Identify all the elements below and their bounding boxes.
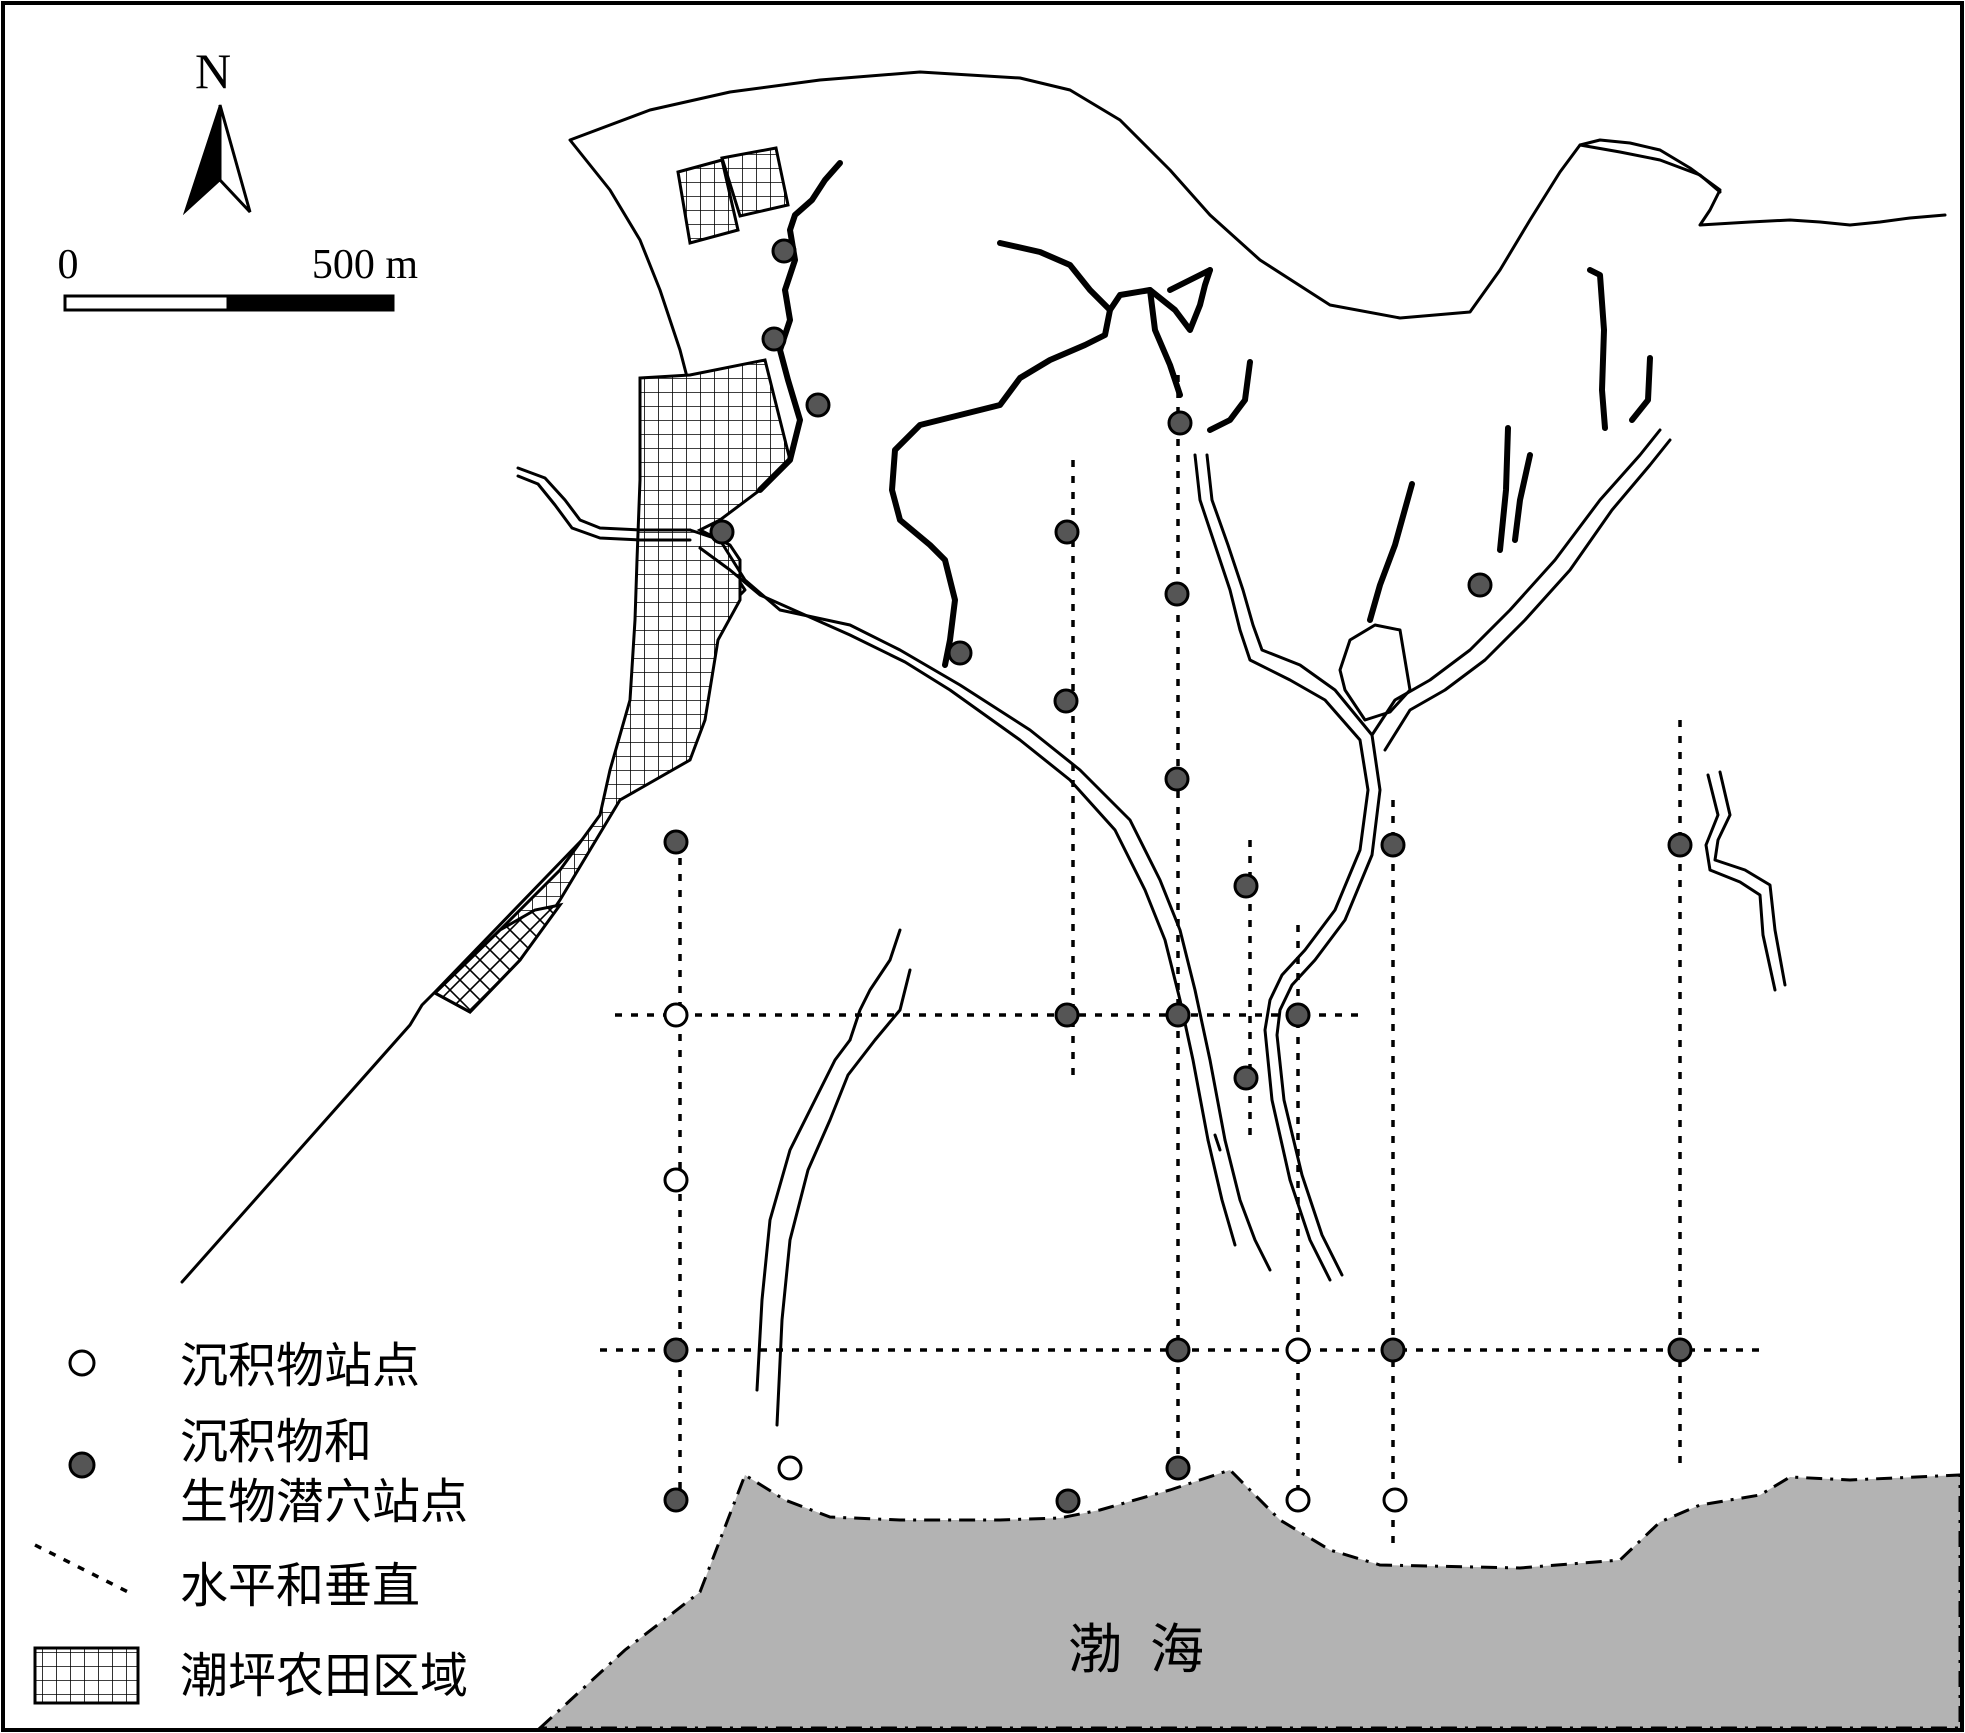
site-sediment-burrow xyxy=(709,519,735,545)
site-sediment-burrow xyxy=(1167,410,1193,436)
site-sediment-burrow xyxy=(1285,1002,1311,1028)
site-sediment-burrow xyxy=(1380,1337,1406,1363)
tidal-channels xyxy=(516,428,1787,1427)
scale-start-label: 0 xyxy=(58,242,79,288)
site-sediment-burrow xyxy=(805,392,831,418)
bohai-sea-area xyxy=(536,1468,1962,1730)
site-sediment-burrow xyxy=(663,829,689,855)
site-sediment-burrow xyxy=(1164,581,1190,607)
site-sediment xyxy=(663,1002,689,1028)
site-sediment-burrow xyxy=(1667,1337,1693,1363)
site-sediment-burrow xyxy=(1233,1065,1259,1091)
north-arrow-icon: N xyxy=(182,43,252,216)
legend-dashed-line-icon xyxy=(34,1543,129,1594)
site-sediment-burrow xyxy=(1233,873,1259,899)
legend-burrow-site-label-line1: 沉积物和 xyxy=(180,1416,372,1469)
legend-open-circle-icon xyxy=(68,1349,96,1377)
site-sediment-burrow xyxy=(1055,1488,1081,1514)
legend-sediment-site-label: 沉积物站点 xyxy=(180,1340,420,1393)
upper-shoreline xyxy=(1578,143,1722,194)
site-sediment-burrow xyxy=(1053,688,1079,714)
site-sediment-burrow xyxy=(1380,832,1406,858)
coastline xyxy=(180,70,1947,1284)
site-sediment xyxy=(1285,1337,1311,1363)
site-sediment-burrow xyxy=(1054,519,1080,545)
site-sediment-burrow xyxy=(771,238,797,264)
site-sediment xyxy=(1382,1487,1408,1513)
site-sediment-burrow xyxy=(663,1487,689,1513)
site-sediment-burrow xyxy=(1467,572,1493,598)
scale-bar: 0 500 m xyxy=(58,242,419,312)
legend: 沉积物站点 沉积物和 生物潜穴站点 水平和垂直 潮坪农田区域 xyxy=(33,1340,468,1705)
site-sediment-burrow xyxy=(1054,1002,1080,1028)
legend-farmland-label: 潮坪农田区域 xyxy=(180,1650,468,1703)
site-sediment-burrow xyxy=(1165,1002,1191,1028)
site-sediment xyxy=(777,1455,803,1481)
site-sediment xyxy=(1285,1487,1311,1513)
legend-transect-label: 水平和垂直 xyxy=(180,1560,420,1613)
legend-burrow-site-label-line2: 生物潜穴站点 xyxy=(180,1476,468,1529)
site-sediment-burrow xyxy=(947,640,973,666)
site-sediment-burrow xyxy=(1164,766,1190,792)
scale-end-label: 500 m xyxy=(312,242,419,288)
tidal-creeks xyxy=(757,160,1653,668)
site-sediment-burrow xyxy=(663,1337,689,1363)
sampling-sites xyxy=(663,238,1693,1514)
transect-lines xyxy=(600,375,1760,1550)
site-sediment-burrow xyxy=(1165,1337,1191,1363)
legend-farmland-grid-icon xyxy=(33,1646,140,1705)
farmland-area xyxy=(432,146,792,1014)
site-sediment-burrow xyxy=(1165,1455,1191,1481)
north-label: N xyxy=(195,43,231,99)
sea-label: 渤海 xyxy=(1068,1620,1232,1680)
site-sediment xyxy=(663,1167,689,1193)
site-sediment-burrow xyxy=(761,326,787,352)
legend-filled-circle-icon xyxy=(68,1451,96,1479)
site-sediment-burrow xyxy=(1667,832,1693,858)
